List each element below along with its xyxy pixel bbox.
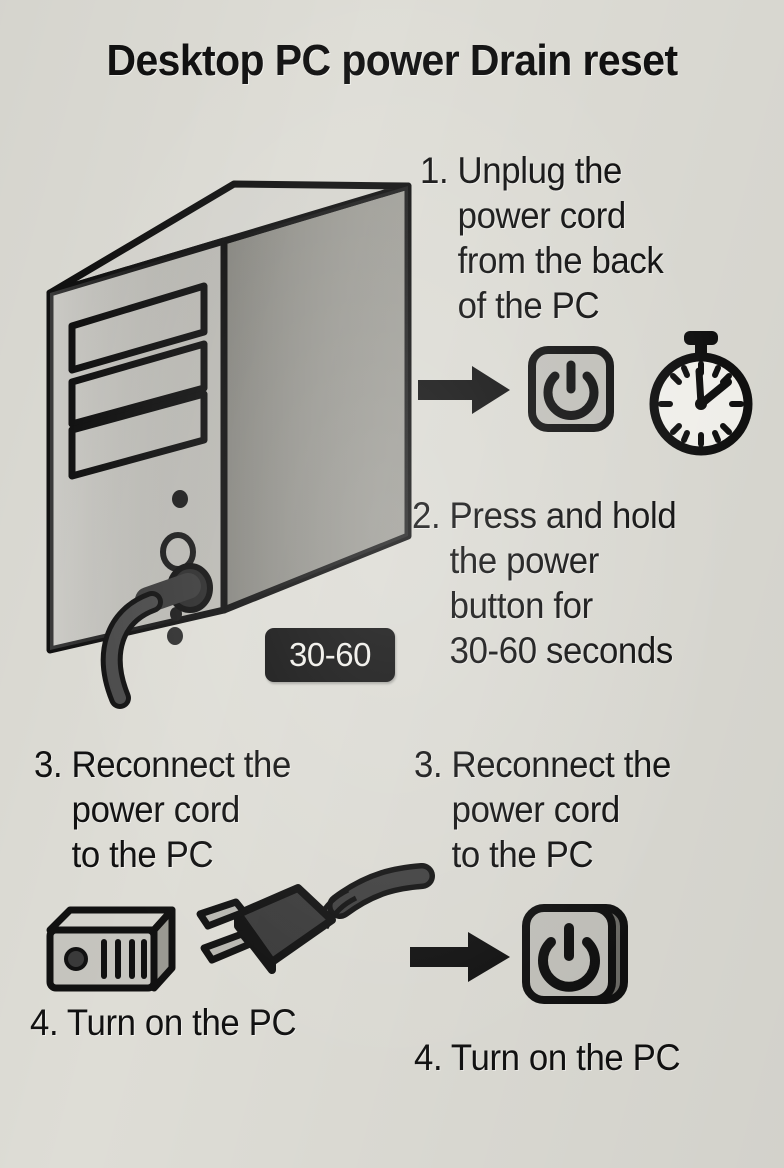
page-title: Desktop PC power Drain reset xyxy=(106,36,678,85)
step-1-line-2: power cord xyxy=(457,195,627,237)
step-3-right-line-3: to the PC xyxy=(451,834,594,876)
step-4-right-number: 4. xyxy=(414,1037,443,1078)
step-1-line-1: Unplug the xyxy=(457,150,623,191)
step-2-number: 2. xyxy=(412,495,441,536)
step-4-left-line-1: Turn on the PC xyxy=(66,1002,297,1043)
power-button-icon[interactable] xyxy=(527,345,615,433)
arrow-right-icon xyxy=(410,930,510,984)
step-3-right-text: 3. Reconnect the power cord to the PC xyxy=(414,742,671,877)
arrow-right-icon xyxy=(418,364,510,416)
step-2-line-3: button for xyxy=(449,585,594,627)
step-1-line-3: from the back xyxy=(457,240,664,282)
step-4-right-line-1: Turn on the PC xyxy=(450,1037,681,1078)
duration-badge: 30-60 xyxy=(265,628,395,682)
step-3-right-line-1: Reconnect the xyxy=(451,744,672,785)
step-3-left-number: 3. xyxy=(34,744,63,785)
step-4-left-text: 4. Turn on the PC xyxy=(30,1000,297,1045)
step-3-left-line-2: power cord xyxy=(71,789,241,831)
step-3-right-number: 3. xyxy=(414,744,443,785)
power-button-icon[interactable] xyxy=(520,902,630,1006)
desktop-pc-tower-icon xyxy=(28,158,428,709)
step-2-line-2: the power xyxy=(449,540,600,582)
step-1-line-4: of the PC xyxy=(457,285,600,327)
step-4-left-number: 4. xyxy=(30,1002,59,1043)
step-4-right-text: 4. Turn on the PC xyxy=(414,1035,681,1080)
step-3-left-text: 3. Reconnect the power cord to the PC xyxy=(34,742,291,877)
power-plug-icon xyxy=(190,862,435,1002)
step-2-line-4: 30-60 seconds xyxy=(449,630,674,672)
step-1-text: 1. Unplug the power cord from the back o… xyxy=(420,148,664,329)
power-adapter-icon xyxy=(42,902,180,998)
step-1-number: 1. xyxy=(420,150,449,191)
step-2-line-1: Press and hold xyxy=(449,495,677,536)
step-2-text: 2. Press and hold the power button for 3… xyxy=(412,493,677,674)
stopwatch-icon xyxy=(636,330,766,456)
step-3-left-line-3: to the PC xyxy=(71,834,214,876)
step-3-right-line-2: power cord xyxy=(451,789,621,831)
step-3-left-line-1: Reconnect the xyxy=(71,744,292,785)
